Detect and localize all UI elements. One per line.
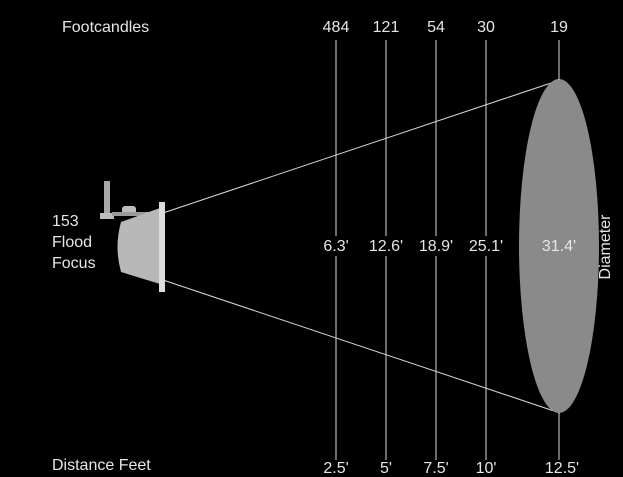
fixture-beam-type-2: Focus [52, 255, 96, 272]
fixture-yoke-arm [112, 212, 152, 216]
beam-bottom-line [162, 279, 561, 414]
fixture-handle-base [100, 213, 114, 219]
fixture-beam-type: Flood [52, 234, 93, 251]
fixture-lens-rim [159, 202, 165, 292]
footcandles-value-5: 19 [550, 19, 568, 36]
fixture-handle [104, 181, 110, 219]
distance-value-5: 12.5' [544, 460, 580, 477]
fixture-label: 153 Flood Focus [52, 211, 96, 274]
diameter-value-5: 31.4' [541, 238, 577, 255]
footcandles-value-2: 121 [372, 19, 400, 36]
diameter-value-3: 18.9' [418, 238, 454, 255]
diameter-axis-label: Diameter [597, 214, 614, 280]
distance-value-3: 7.5' [423, 460, 449, 477]
diameter-value-4: 25.1' [468, 238, 504, 255]
distance-lines [335, 40, 560, 460]
diameter-value-1: 6.3' [323, 238, 349, 255]
diameter-value-2: 12.6' [368, 238, 404, 255]
fixture-model-number: 153 [52, 213, 79, 230]
distance-value-4: 10' [475, 460, 497, 477]
footcandles-value-3: 54 [427, 19, 445, 36]
distance-value-2: 5' [380, 460, 392, 477]
fixture-body [117, 208, 160, 284]
distance-label: Distance Feet [52, 457, 151, 474]
footcandles-value-1: 484 [322, 19, 350, 36]
fixture-icon [100, 181, 165, 292]
footcandles-value-4: 30 [477, 19, 495, 36]
footcandles-label: Footcandles [62, 19, 150, 36]
beam-spread-ellipse [519, 79, 599, 413]
distance-value-1: 2.5' [323, 460, 349, 477]
beam-top-line [162, 79, 561, 214]
